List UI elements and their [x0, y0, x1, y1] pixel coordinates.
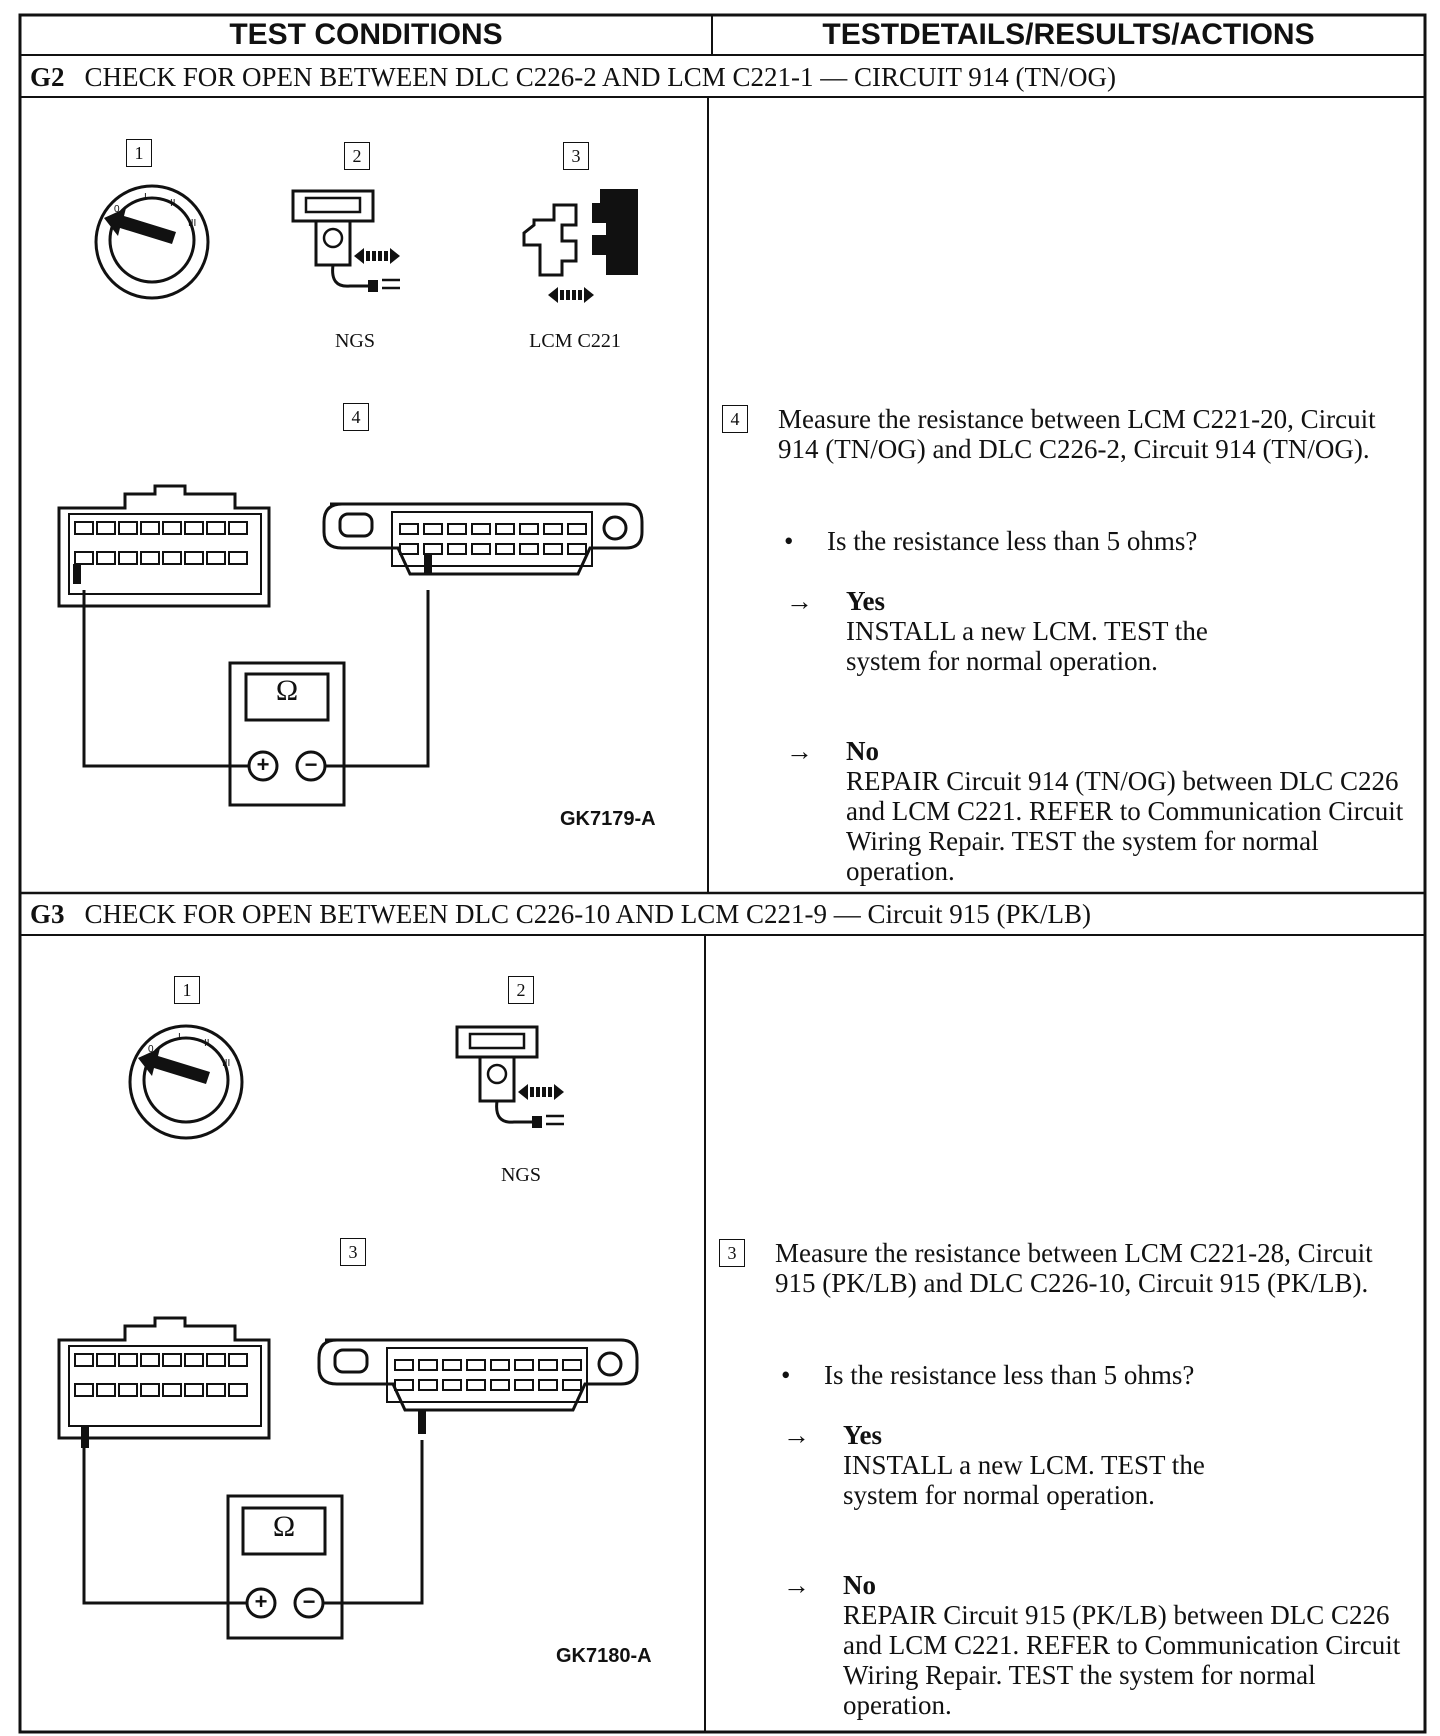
g2-instruction: Measure the resistance between LCM C221-…	[778, 404, 1376, 464]
g2-step-box-4: 4	[343, 403, 369, 431]
lcm-connector-icon	[57, 484, 271, 608]
g3-instruction: Measure the resistance between LCM C221-…	[775, 1238, 1373, 1298]
g2-meter-minus: −	[304, 752, 318, 777]
svg-text:I: I	[144, 192, 147, 203]
g3-yes-label: Yes	[843, 1420, 882, 1450]
g3-meter-plus: +	[254, 1589, 268, 1614]
g3-step-box-3: 3	[340, 1238, 366, 1266]
g2-yes-text: INSTALL a new LCM. TEST the system for n…	[846, 616, 1208, 676]
g2-meter-plus: +	[256, 752, 270, 777]
ignition-key-icon: 0 I II III	[128, 1024, 244, 1140]
g3-yes-arrow: →	[783, 1420, 810, 1450]
g2-step-box-3: 3	[563, 142, 589, 170]
svg-text:II: II	[170, 198, 176, 209]
section-g3-header: G3 CHECK FOR OPEN BETWEEN DLC C226-10 AND…	[30, 897, 1091, 931]
g3-detail-step-box: 3	[719, 1239, 745, 1267]
g3-meter-minus: −	[302, 1589, 316, 1614]
g3-no-label: No	[843, 1570, 876, 1600]
g2-yes-answer: Yes INSTALL a new LCM. TEST the system f…	[846, 586, 1306, 676]
g2-no-label: No	[846, 736, 879, 766]
g2-yes-label: Yes	[846, 586, 885, 616]
g3-yes-answer: Yes INSTALL a new LCM. TEST the system f…	[843, 1420, 1303, 1510]
g3-meter-symbol: Ω	[272, 1510, 296, 1543]
connector-disconnect-icon	[522, 189, 638, 303]
section-g2-title: CHECK FOR OPEN BETWEEN DLC C226-2 AND LC…	[84, 62, 1117, 92]
g2-question: Is the resistance less than 5 ohms?	[827, 526, 1198, 556]
g2-detail-step-box: 4	[722, 405, 748, 433]
svg-text:0: 0	[114, 204, 120, 215]
g2-lcm-label: LCM C221	[529, 330, 621, 352]
column-header-test-conditions: TEST CONDITIONS	[229, 18, 503, 51]
ngs-tester-icon	[291, 189, 400, 292]
g3-no-arrow: →	[783, 1570, 810, 1600]
g2-figure-code: GK7179-A	[560, 808, 656, 830]
section-g3-title: CHECK FOR OPEN BETWEEN DLC C226-10 AND L…	[84, 899, 1092, 929]
g2-step-box-2: 2	[344, 142, 370, 170]
g3-no-answer: No REPAIR Circuit 915 (PK/LB) between DL…	[843, 1570, 1408, 1720]
dlc-connector-icon	[317, 1338, 639, 1434]
g2-no-arrow: →	[786, 736, 813, 766]
g2-bullet: •	[784, 526, 794, 556]
svg-text:III: III	[222, 1058, 230, 1069]
g3-step-box-2: 2	[508, 976, 534, 1004]
lcm-connector-icon	[57, 1316, 271, 1448]
svg-text:I: I	[178, 1032, 181, 1043]
g2-yes-arrow: →	[786, 586, 813, 616]
section-g3-id: G3	[30, 899, 65, 929]
g2-step-box-1: 1	[126, 139, 152, 167]
g2-no-answer: No REPAIR Circuit 914 (TN/OG) between DL…	[846, 736, 1406, 886]
g3-yes-text: INSTALL a new LCM. TEST the system for n…	[843, 1450, 1205, 1510]
ohmmeter-icon	[82, 1440, 424, 1640]
section-g2-header: G2 CHECK FOR OPEN BETWEEN DLC C226-2 AND …	[30, 60, 1116, 94]
svg-text:III: III	[188, 218, 196, 229]
g3-figure-code: GK7180-A	[556, 1645, 652, 1667]
g3-no-text: REPAIR Circuit 915 (PK/LB) between DLC C…	[843, 1600, 1401, 1720]
g2-ngs-label: NGS	[334, 330, 375, 352]
g2-no-text: REPAIR Circuit 914 (TN/OG) between DLC C…	[846, 766, 1404, 886]
svg-text:0: 0	[148, 1044, 154, 1055]
g3-question: Is the resistance less than 5 ohms?	[824, 1360, 1195, 1390]
svg-text:II: II	[204, 1038, 210, 1049]
g2-meter-symbol: Ω	[275, 674, 299, 707]
section-g2-id: G2	[30, 62, 65, 92]
g3-bullet: •	[781, 1360, 791, 1390]
ngs-tester-icon	[455, 1025, 564, 1128]
g3-step-box-1: 1	[174, 976, 200, 1004]
g3-ngs-label: NGS	[500, 1164, 541, 1186]
ignition-key-icon: 0 I II III	[94, 184, 210, 300]
column-header-results: TESTDETAILS/RESULTS/ACTIONS	[822, 18, 1315, 51]
dlc-connector-icon	[322, 502, 644, 576]
ohmmeter-icon	[82, 590, 430, 807]
